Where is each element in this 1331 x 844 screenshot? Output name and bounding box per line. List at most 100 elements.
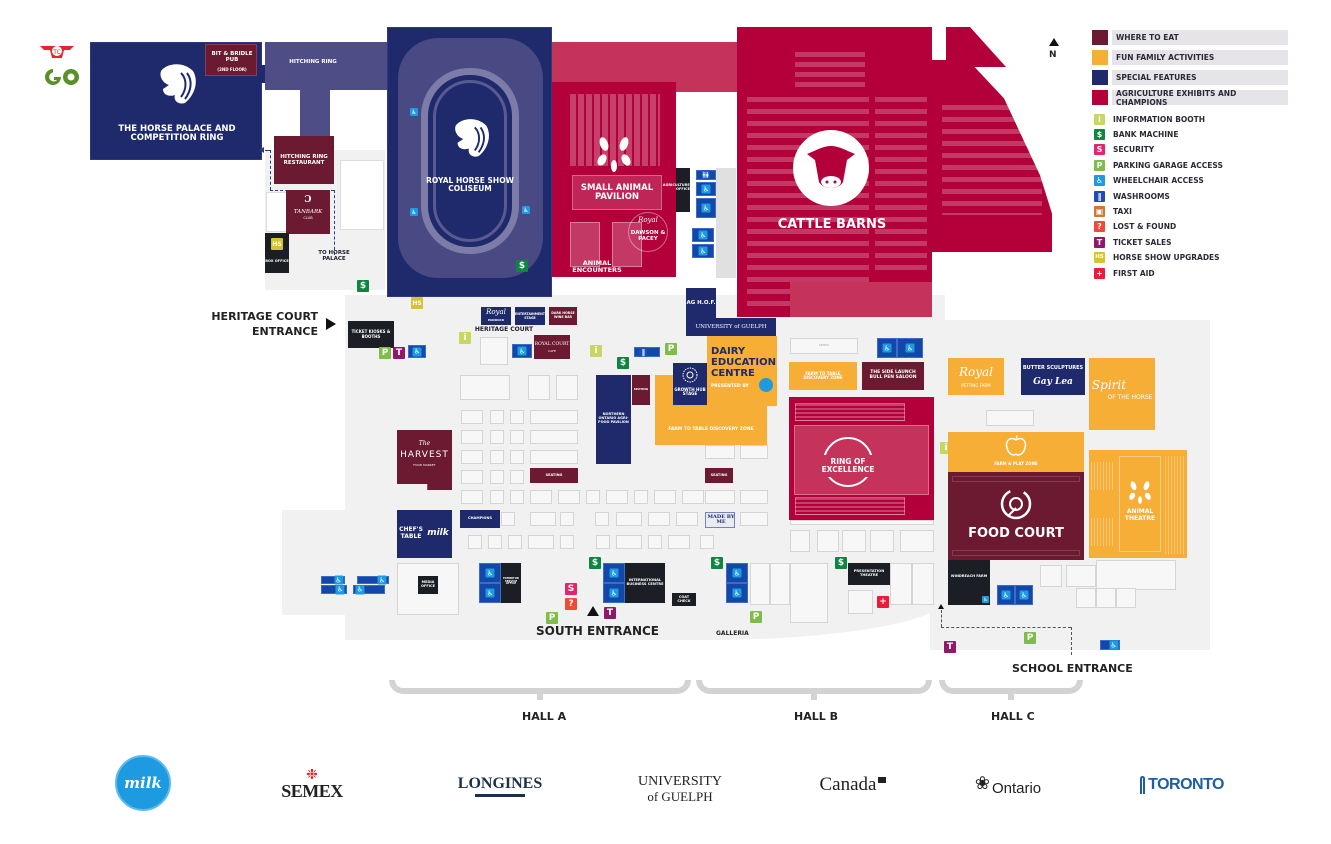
wheelchair-block[interactable]: ♿: [997, 585, 1015, 605]
wheelchair-block[interactable]: ♿: [726, 563, 748, 583]
wheelchair-block[interactable]: ♿: [726, 583, 748, 603]
bank-machine-icon[interactable]: $: [835, 557, 847, 569]
international-business-centre[interactable]: INTERNATIONAL BUSINESS CENTRE: [625, 563, 665, 603]
side-launch-bull-pen-saloon[interactable]: THE SIDE LAUNCH BULL PEN SALOON: [862, 362, 924, 390]
vendor-booth: [848, 590, 873, 614]
ticket-kiosks[interactable]: TICKET KIOSKS & BOOTHS: [348, 321, 394, 348]
washroom-block[interactable]: ‖: [634, 347, 660, 357]
made-by-me[interactable]: MADE BY ME: [705, 512, 735, 528]
chefs-table[interactable]: CHEF'S TABLE milk: [397, 510, 452, 558]
ag-hall-of-fame[interactable]: AG H.O.F.: [686, 288, 716, 318]
ticket-icon[interactable]: T: [604, 607, 616, 619]
washroom-block[interactable]: ♿: [1100, 640, 1120, 650]
wheelchair-block[interactable]: ♿: [603, 563, 625, 583]
wheelchair-block[interactable]: ♿: [321, 575, 345, 585]
hitching-ring[interactable]: HITCHING RING: [265, 42, 387, 90]
vendor-booth: [790, 520, 934, 525]
bank-machine-icon[interactable]: $: [617, 357, 629, 369]
northern-ontario-pavilion[interactable]: NORTHERN ONTARIO AGRI-FOOD PAVILION: [596, 375, 631, 464]
wheelchair-icon: ♿: [1094, 174, 1105, 186]
wheelchair-block[interactable]: ♿: [877, 338, 897, 358]
seating-area[interactable]: SEATING: [530, 468, 578, 483]
washroom-block[interactable]: ♿: [692, 228, 714, 242]
entertainment-stage[interactable]: ENTERTAINMENT STAGE: [515, 307, 545, 325]
butter-sculptures[interactable]: BUTTER SCULPTURES Gay Lea: [1021, 358, 1085, 395]
seating-area[interactable]: SEATING: [632, 375, 650, 405]
bank-machine-icon[interactable]: $: [516, 260, 528, 272]
media-office[interactable]: MEDIA OFFICE: [418, 576, 438, 594]
dairy-education-centre[interactable]: DAIRY EDUCATION CENTRE PRESENTED BY: [707, 336, 777, 406]
wheelchair-block[interactable]: ♿: [479, 563, 501, 583]
bank-machine-icon[interactable]: $: [711, 557, 723, 569]
ring-of-excellence[interactable]: RING OF EXCELLENCE: [789, 397, 934, 520]
animal-theatre[interactable]: ANIMAL THEATRE: [1089, 450, 1187, 558]
wheelchair-block[interactable]: ♿: [603, 583, 625, 603]
royal-paddock[interactable]: Royal PADDOCK: [481, 307, 511, 325]
info-icon[interactable]: i: [459, 332, 471, 344]
swatch-eat: [1092, 30, 1108, 45]
lost-found-icon[interactable]: ?: [565, 598, 577, 610]
intl-business-label: INTERNATIONAL BUSINESS CENTRE: [626, 578, 664, 586]
washroom-block[interactable]: ♿: [696, 182, 716, 196]
hitching-ring-restaurant[interactable]: HITCHING RING RESTAURANT: [274, 136, 334, 184]
the-harvest-food-market[interactable]: The HARVEST FOOD MARKET: [397, 430, 452, 490]
wheelchair-block[interactable]: ♿: [897, 338, 923, 358]
wheelchair-block[interactable]: ♿: [408, 345, 426, 358]
seating-area[interactable]: SEATING: [705, 468, 733, 483]
semex-booth[interactable]: SEMEX: [790, 338, 858, 354]
school-path-h: [941, 627, 1071, 628]
presentation-theatre[interactable]: PRESENTATION THEATRE: [848, 563, 890, 585]
box-office[interactable]: HS BOX OFFICE: [265, 233, 289, 273]
ticket-icon[interactable]: T: [944, 641, 956, 653]
vendor-booth: [530, 430, 578, 444]
tanbark-club[interactable]: Ɔ TANBARK CLUB: [286, 190, 330, 234]
parking-icon[interactable]: P: [1024, 632, 1036, 644]
horse-palace-path-v: [270, 150, 271, 190]
hitching-ring-label: HITCHING RING: [289, 58, 337, 65]
legend-label: WHERE TO EAT: [1112, 30, 1288, 45]
royal-petting-farm[interactable]: Royal PETTING FARM: [948, 358, 1004, 395]
vendor-booth: [750, 563, 770, 605]
bank-machine-icon[interactable]: $: [589, 557, 601, 569]
wheelchair-block[interactable]: ♿: [321, 585, 347, 594]
info-icon[interactable]: i: [590, 345, 602, 357]
farm-to-table-small[interactable]: FARM TO TABLE DISCOVERY ZONE: [789, 362, 857, 390]
wheelchair-block[interactable]: ♿: [479, 583, 501, 603]
farm-play-zone[interactable]: FARM & PLAY ZONE: [948, 432, 1084, 472]
royal-court-cafe[interactable]: ROYAL COURT CAFE: [534, 335, 570, 359]
wheelchair-block[interactable]: ♿: [1015, 585, 1033, 605]
bit-bridle-pub[interactable]: BIT & BRIDLE PUB (2ND FLOOR): [205, 44, 257, 76]
security-icon[interactable]: S: [565, 583, 577, 595]
spirit-of-the-horse[interactable]: Spirit OF THE HORSE: [1089, 358, 1155, 430]
washroom-block[interactable]: ♿: [696, 198, 716, 218]
first-aid-icon[interactable]: +: [877, 596, 889, 608]
food-court[interactable]: FOOD COURT: [948, 472, 1084, 560]
exhibitor-service-office[interactable]: EXHIBITOR SERVICE OFFICE: [501, 563, 521, 603]
windreach-farm[interactable]: WINDREACH FARM ♿: [948, 560, 990, 605]
parking-icon[interactable]: P: [546, 612, 558, 624]
heritage-entrance-arrow-icon[interactable]: [326, 318, 336, 330]
parking-icon[interactable]: P: [379, 347, 391, 359]
parking-icon[interactable]: P: [750, 611, 762, 623]
south-entrance-arrow-icon[interactable]: [587, 606, 599, 616]
royal-horse-show-coliseum[interactable]: ROYAL HORSE SHOW COLISEUM ♿ ♿ ♿ $: [387, 27, 552, 297]
washroom-block[interactable]: ♿: [692, 244, 714, 258]
ticket-icon: T: [1094, 236, 1105, 248]
coat-check[interactable]: COAT CHECK: [672, 593, 696, 606]
parking-icon[interactable]: P: [665, 343, 677, 355]
washroom-block[interactable]: 🚻: [696, 170, 716, 180]
wheelchair-block[interactable]: ♿: [353, 585, 385, 594]
harvest-label: HARVEST: [400, 450, 449, 461]
dark-horse-wine-bar[interactable]: DARK HORSE WINE BAR: [549, 307, 577, 325]
growth-hub-stage[interactable]: GROWTH HUB STAGE: [673, 363, 707, 405]
horse-show-icon[interactable]: HS: [411, 297, 423, 309]
wheelchair-block[interactable]: ♿: [512, 344, 532, 358]
cattle-barns[interactable]: CATTLE BARNS: [737, 27, 932, 317]
sponsor-block[interactable]: CHAMPIONS: [460, 510, 500, 528]
small-animal-pavilion[interactable]: SMALL ANIMAL PAVILION Royal DAWSON & PAC…: [552, 82, 676, 277]
ticket-icon[interactable]: T: [393, 347, 405, 359]
vendor-booth: [616, 535, 642, 549]
wheelchair-block[interactable]: ♿: [357, 575, 389, 585]
bank-machine-icon[interactable]: $: [357, 280, 369, 292]
agriculture-show-office[interactable]: AGRICULTURE SHOW OFFICE: [663, 168, 703, 212]
